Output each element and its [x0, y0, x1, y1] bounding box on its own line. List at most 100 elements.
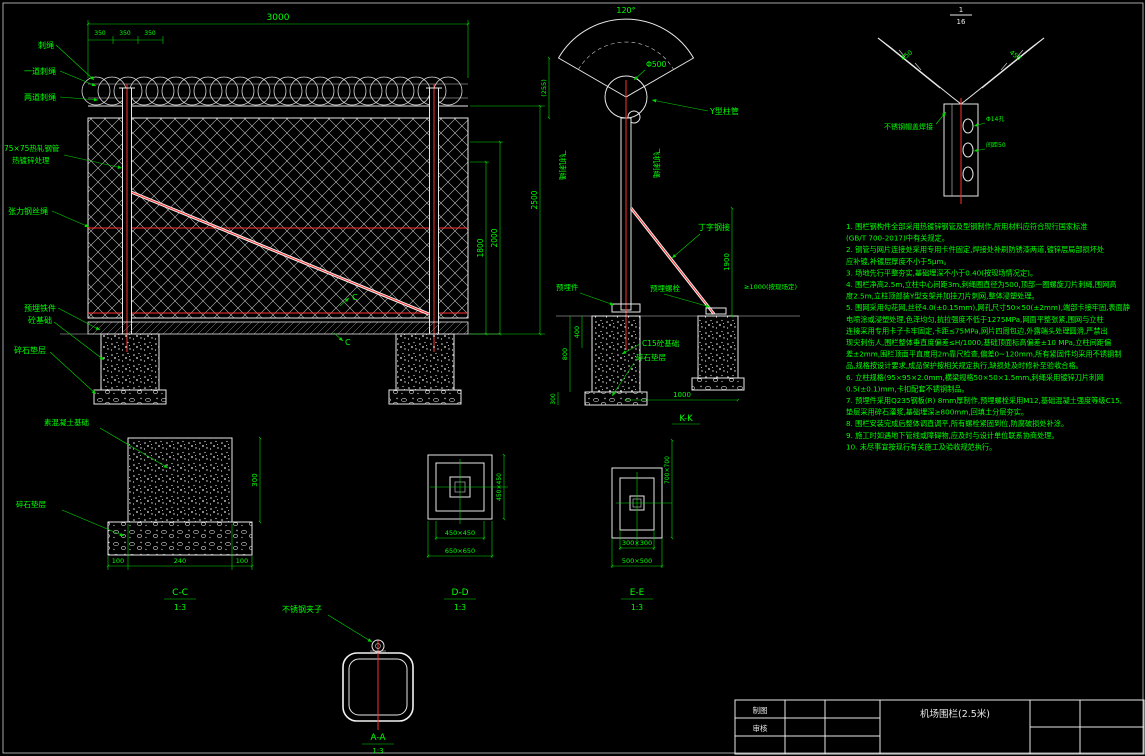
razor-coil-loop: [289, 76, 319, 106]
section-arrow: [333, 332, 344, 342]
razor-coil-loop: [273, 76, 303, 106]
leader: [63, 154, 123, 169]
detail-title-ee: E-E: [630, 588, 645, 598]
label-y-pipe: Y型柱管: [709, 106, 739, 116]
razor-coil-loop: [401, 76, 431, 106]
section-mark-c-top: C: [352, 293, 358, 302]
label-post-spec: 75×75热轧钢管: [4, 143, 60, 153]
detail-dd: 450×450 650×650 450×450 D-D 1:3: [426, 453, 508, 612]
razor-coil-loop: [161, 76, 191, 106]
detail-ee: 700×700 300×300 500×500 E-E 1:3: [610, 438, 674, 612]
note-line: 电喷涂或浸塑处理,色泽均匀,抗拉强度不低于1275MPa,网面平整张紧,围网与立…: [846, 315, 1104, 324]
leader: [621, 343, 641, 355]
leader: [579, 292, 615, 306]
label-embed-plate: 预埋铁件: [24, 303, 56, 313]
drawing-title: 机场围栏(2.5米): [920, 708, 990, 720]
label-gravel-layer: 碎石垫层: [16, 499, 46, 509]
arm-right-inner: [969, 46, 1033, 98]
leader: [55, 44, 95, 81]
leader: [99, 427, 169, 469]
arm-left-bolt: [898, 49, 906, 58]
leader: [61, 509, 125, 537]
general-notes: 1. 围栏钢构件全部采用热镀锌钢管及型钢制作,所用材料应符合现行国家标准(GB/…: [846, 222, 1130, 451]
dim-arm-right: 450: [1008, 48, 1023, 62]
label-embed-plate: 预埋件: [556, 282, 579, 292]
dim-1800: 1800: [476, 238, 485, 257]
leader: [935, 111, 947, 125]
dim-300: 300: [550, 393, 557, 405]
leader: [57, 307, 101, 331]
dim-1900: 1900: [723, 253, 731, 271]
arm-right-bolt: [1016, 49, 1024, 58]
drafter-label: 制图: [753, 705, 768, 715]
leader: [633, 69, 646, 81]
razor-coil-loop: [81, 76, 111, 106]
note-line: 差±2mm,围栏顶面平直度用2m靠尺检查,偏差0~120mm,所有紧固件均采用不…: [846, 350, 1121, 359]
arm-left-inner: [889, 46, 953, 98]
razor-coil-loop: [241, 76, 271, 106]
label-cap-weld: 不锈钢帽盖焊接: [884, 122, 933, 131]
diagonal-brace-centerline: [130, 191, 430, 315]
label-steel-clip: 不锈钢夹子: [282, 604, 322, 614]
razor-coil-loop: [177, 76, 207, 106]
dim-450: 450×450: [445, 529, 475, 537]
dim-100-right: 100: [236, 557, 248, 565]
side-footing-main: [591, 315, 641, 393]
dim-seg3: 350: [144, 30, 156, 37]
note-line: 品,规格按设计要求,成品保护按相关规定执行,缺损处及时修补至验收合格。: [846, 361, 1083, 370]
razor-coil-loop: [209, 76, 239, 106]
leader: [327, 614, 373, 643]
razor-coil-loop: [353, 76, 383, 106]
note-line: 2. 钢管与网片连接处采用专用卡件固定,焊接处补刷防锈漆两道,镀锌层局部损坏处: [846, 245, 1104, 254]
label-anchor-bolt: 预埋螺栓: [650, 283, 680, 293]
post-hole-3: [962, 166, 974, 182]
leader: [49, 351, 97, 395]
note-line: 3. 场地先行平整夯实,基础埋深不小于0.40(按现场情况定)。: [846, 268, 1037, 277]
dim-2000: 2000: [490, 228, 499, 247]
dim-500-outer: 500×500: [622, 557, 652, 565]
gravel-bed-left: [93, 389, 167, 405]
dim-450-side: 450×450: [496, 473, 503, 501]
razor-coil-loop: [305, 76, 335, 106]
label-razor-left: 飞机刺绳: [558, 150, 568, 180]
note-line: 连接采用专用卡子卡牢固定,卡距≤75MPa,网片四周包边,外露端头处理圆滑,严禁…: [846, 326, 1108, 335]
note-line: 应补镀,补镀层厚度不小于5μm。: [846, 257, 951, 266]
dim-diameter-500: Φ500: [646, 60, 666, 69]
footing-right: [395, 333, 455, 391]
note-line: 垫层采用碎石灌浆,基础埋深≥800mm,回填土分层夯实。: [846, 408, 1028, 417]
gravel-bed-right: [388, 389, 462, 405]
section-title-kk: K-K: [679, 414, 693, 424]
dim-min-embed: ≥1000(按现场定): [744, 282, 797, 291]
leader: [663, 293, 711, 308]
leader: [973, 148, 986, 153]
label-gravel-bed: 碎石垫层: [14, 345, 46, 355]
label-one-strand: 一道刺绳: [24, 66, 56, 76]
note-line: 10. 未尽事宜按现行有关施工及验收规范执行。: [846, 442, 996, 451]
dim-angle-120: 120°: [616, 6, 635, 15]
note-line: 1. 围栏钢构件全部采用热镀锌钢管及型钢制作,所用材料应符合现行国家标准: [846, 222, 1087, 231]
arm-right-bolt: [1000, 62, 1008, 71]
razor-coil-loop: [369, 76, 399, 106]
side-gravel-brace: [691, 377, 745, 391]
clip-body: [371, 639, 385, 653]
grade-beam: [87, 321, 469, 335]
chainlink-mesh-panel: [87, 117, 469, 319]
label-razor-right: 飞机刺绳: [652, 148, 662, 178]
note-line: 6. 立柱规格(95×95×2.0mm,横梁规格50×50×1.5mm,刺绳采用…: [846, 373, 1103, 382]
detail-title-aa: A-A: [370, 733, 386, 743]
dim-255: (255): [540, 79, 548, 96]
label-post-note: 热镀锌处理: [12, 155, 50, 165]
razor-coil-sweep-fan: [557, 18, 695, 98]
leader: [59, 96, 99, 102]
note-line: 4. 围栏净高2.5m,立柱中心间距3m,刺绳圈直径为500,顶部一圈螺旋刀片刺…: [846, 280, 1116, 289]
razor-coil-loop: [145, 76, 175, 106]
note-line: 5. 围网采用勾花网,丝径4.0(±0.15mm),网孔尺寸50×50(±2mm…: [846, 303, 1130, 312]
side-footing-brace: [697, 315, 739, 379]
label-hole-spacing: 间距50: [986, 141, 1006, 149]
dim-seg2: 350: [119, 30, 131, 37]
title-block: 制图 审核 机场围栏(2.5米): [734, 699, 1145, 755]
dim-2500: 2500: [530, 190, 539, 209]
